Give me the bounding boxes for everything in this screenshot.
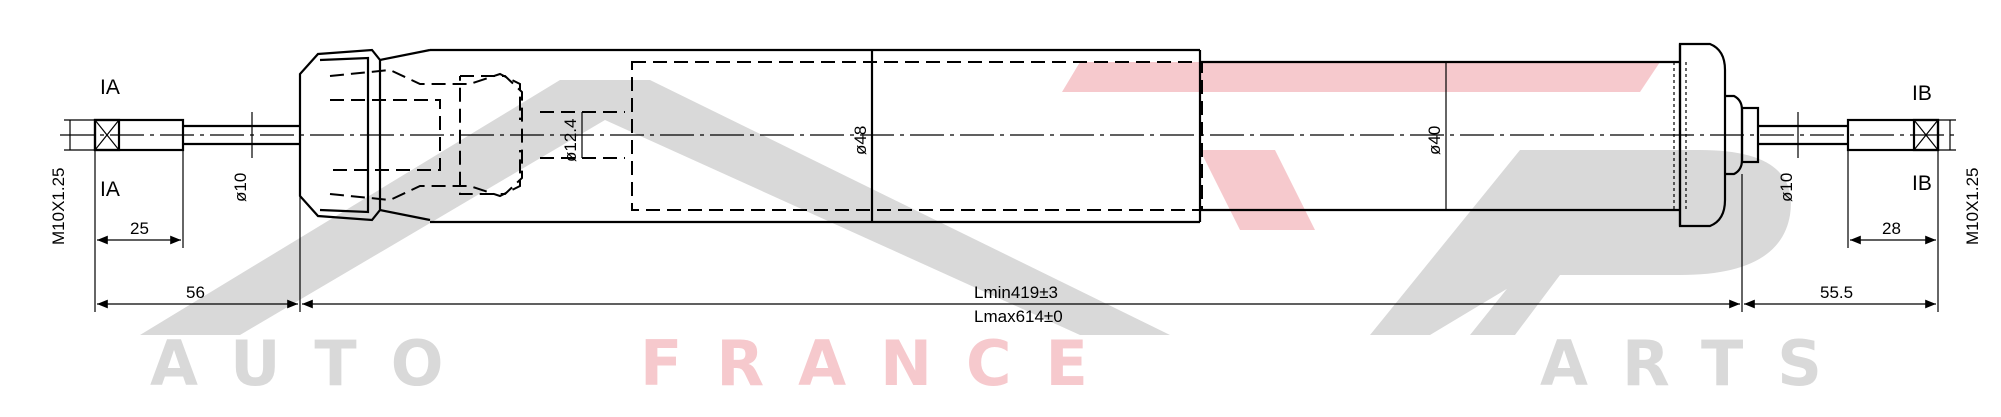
right-mount (1758, 118, 1940, 152)
dust-cover (298, 48, 625, 222)
dim-lmax: Lmax614±0 (974, 307, 1063, 326)
dim-rod-dia-right: ø10 (1777, 173, 1796, 202)
dim-stud-len-left: 25 (130, 219, 149, 238)
section-label-left-bottom: IA (100, 178, 120, 201)
left-hex-end (93, 118, 121, 152)
dim-stud-len-right: 28 (1882, 219, 1901, 238)
dim-thread-left: M10X1.25 (49, 168, 68, 246)
dim-thread-right: M10X1.25 (1963, 168, 1982, 246)
dim-end-len-right: 55.5 (1820, 283, 1853, 302)
watermark-red-slash (1200, 150, 1315, 230)
watermark-red-bar-top (1062, 62, 1660, 92)
dim-body-dia: ø48 (851, 126, 870, 155)
right-hex-end (1912, 118, 1940, 152)
dim-inner-dia: ø12.4 (561, 119, 580, 162)
watermark-p-shape (1370, 150, 1791, 335)
outer-tube (1200, 42, 1760, 228)
section-label-right-top: IB (1912, 82, 1932, 105)
section-label-left-top: IA (100, 76, 120, 99)
dim-end-len-left: 56 (186, 283, 205, 302)
section-label-right-bottom: IB (1912, 172, 1932, 195)
dim-rod-dia-left: ø10 (231, 173, 250, 202)
dim-lmin: Lmin419±3 (974, 283, 1058, 302)
dim-tube-dia: ø40 (1425, 126, 1444, 155)
watermark-word-auto: AUTO (150, 327, 477, 400)
left-mount (93, 118, 300, 152)
watermark: AUTO FRANCE ARTS (140, 62, 1856, 400)
watermark-word-parts: ARTS (1540, 327, 1856, 400)
inner-piston-outline (631, 61, 1203, 211)
watermark-word-france: FRANCE (640, 327, 1122, 400)
watermark-grey-chevron (140, 80, 1170, 335)
